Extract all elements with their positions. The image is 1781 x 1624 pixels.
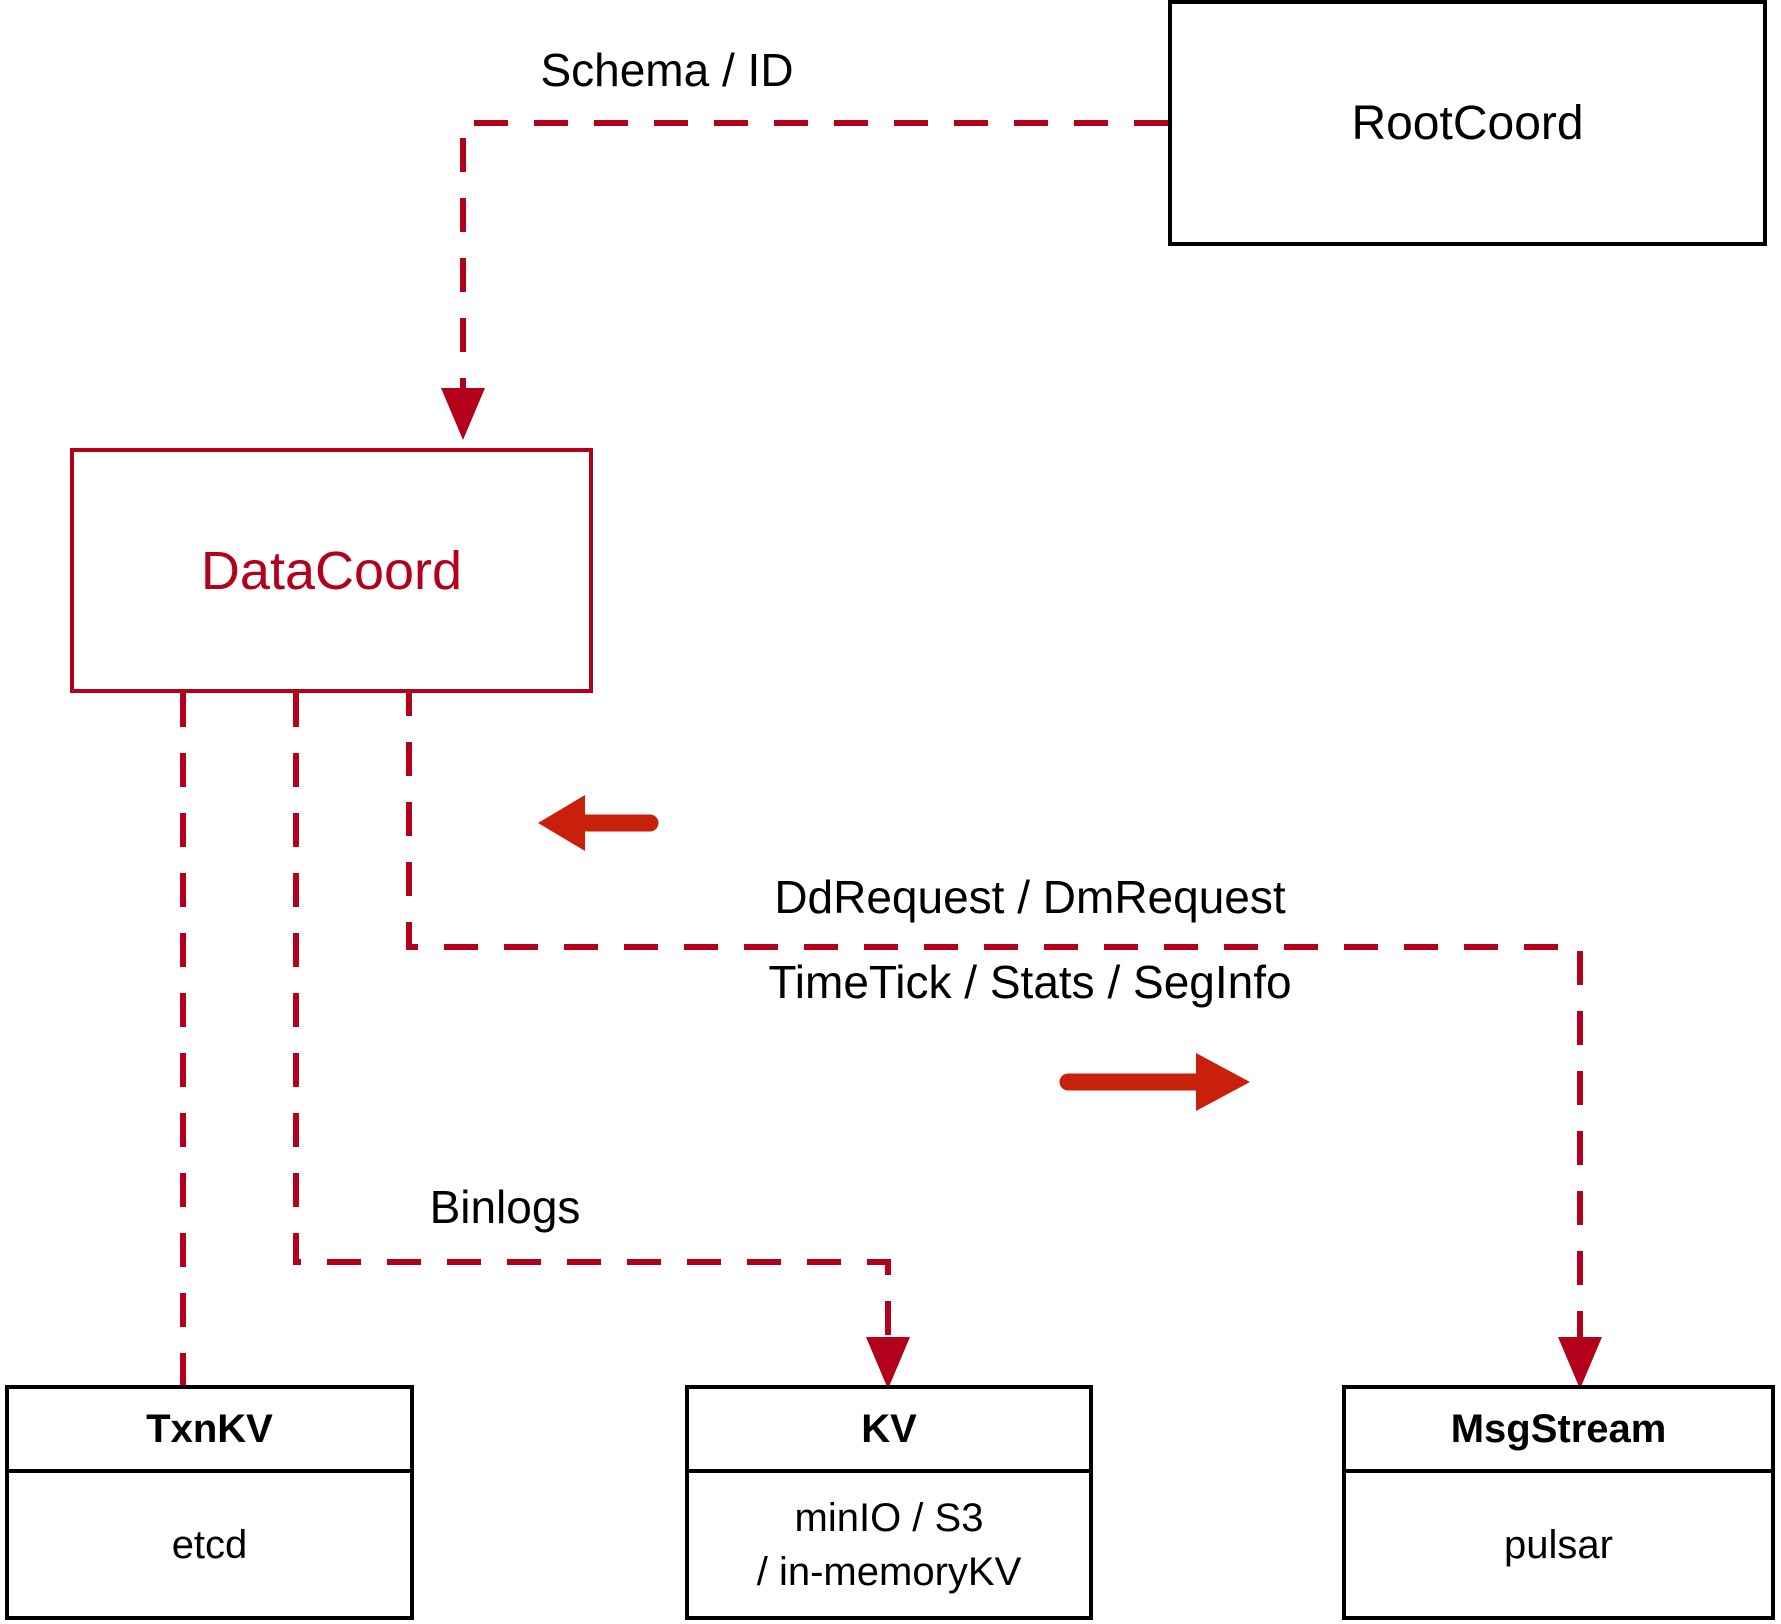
edge-rootcoord-to-datacoord [441, 120, 1168, 440]
edge-label-schema-id: Schema / ID [540, 44, 794, 96]
node-msgstream-body-line: pulsar [1504, 1522, 1613, 1567]
node-txnkv-body-line: etcd [171, 1522, 248, 1567]
node-rootcoord[interactable]: RootCoord [1168, 0, 1767, 246]
node-msgstream-body: pulsar [1346, 1473, 1771, 1616]
node-kv-body: minIO / S3 / in-memoryKV [689, 1473, 1089, 1616]
direction-arrow-left [538, 795, 659, 851]
node-datacoord[interactable]: DataCoord [70, 448, 593, 693]
node-msgstream-title: MsgStream [1450, 1406, 1667, 1451]
edge-datacoord-to-kv [293, 693, 910, 1389]
node-rootcoord-label: RootCoord [1351, 96, 1584, 150]
node-kv-title: KV [861, 1406, 917, 1451]
node-txnkv-divider [9, 1469, 410, 1473]
node-datacoord-label: DataCoord [200, 540, 463, 601]
node-kv[interactable]: KV minIO / S3 / in-memoryKV [685, 1385, 1093, 1620]
node-msgstream[interactable]: MsgStream pulsar [1342, 1385, 1775, 1620]
node-txnkv-body: etcd [9, 1473, 410, 1616]
node-msgstream-divider [1346, 1469, 1771, 1473]
edge-label-binlogs: Binlogs [429, 1181, 581, 1233]
edge-label-ddrequest-dmrequest: DdRequest / DmRequest [774, 871, 1286, 923]
node-kv-body-line-1: minIO / S3 [794, 1495, 984, 1540]
node-kv-body-line-2: / in-memoryKV [756, 1549, 1022, 1594]
direction-arrow-right [1059, 1053, 1250, 1111]
node-kv-divider [689, 1469, 1089, 1473]
node-txnkv[interactable]: TxnKV etcd [5, 1385, 414, 1620]
node-txnkv-title: TxnKV [146, 1406, 273, 1451]
edge-label-timetick-stats-seginfo: TimeTick / Stats / SegInfo [768, 956, 1292, 1008]
